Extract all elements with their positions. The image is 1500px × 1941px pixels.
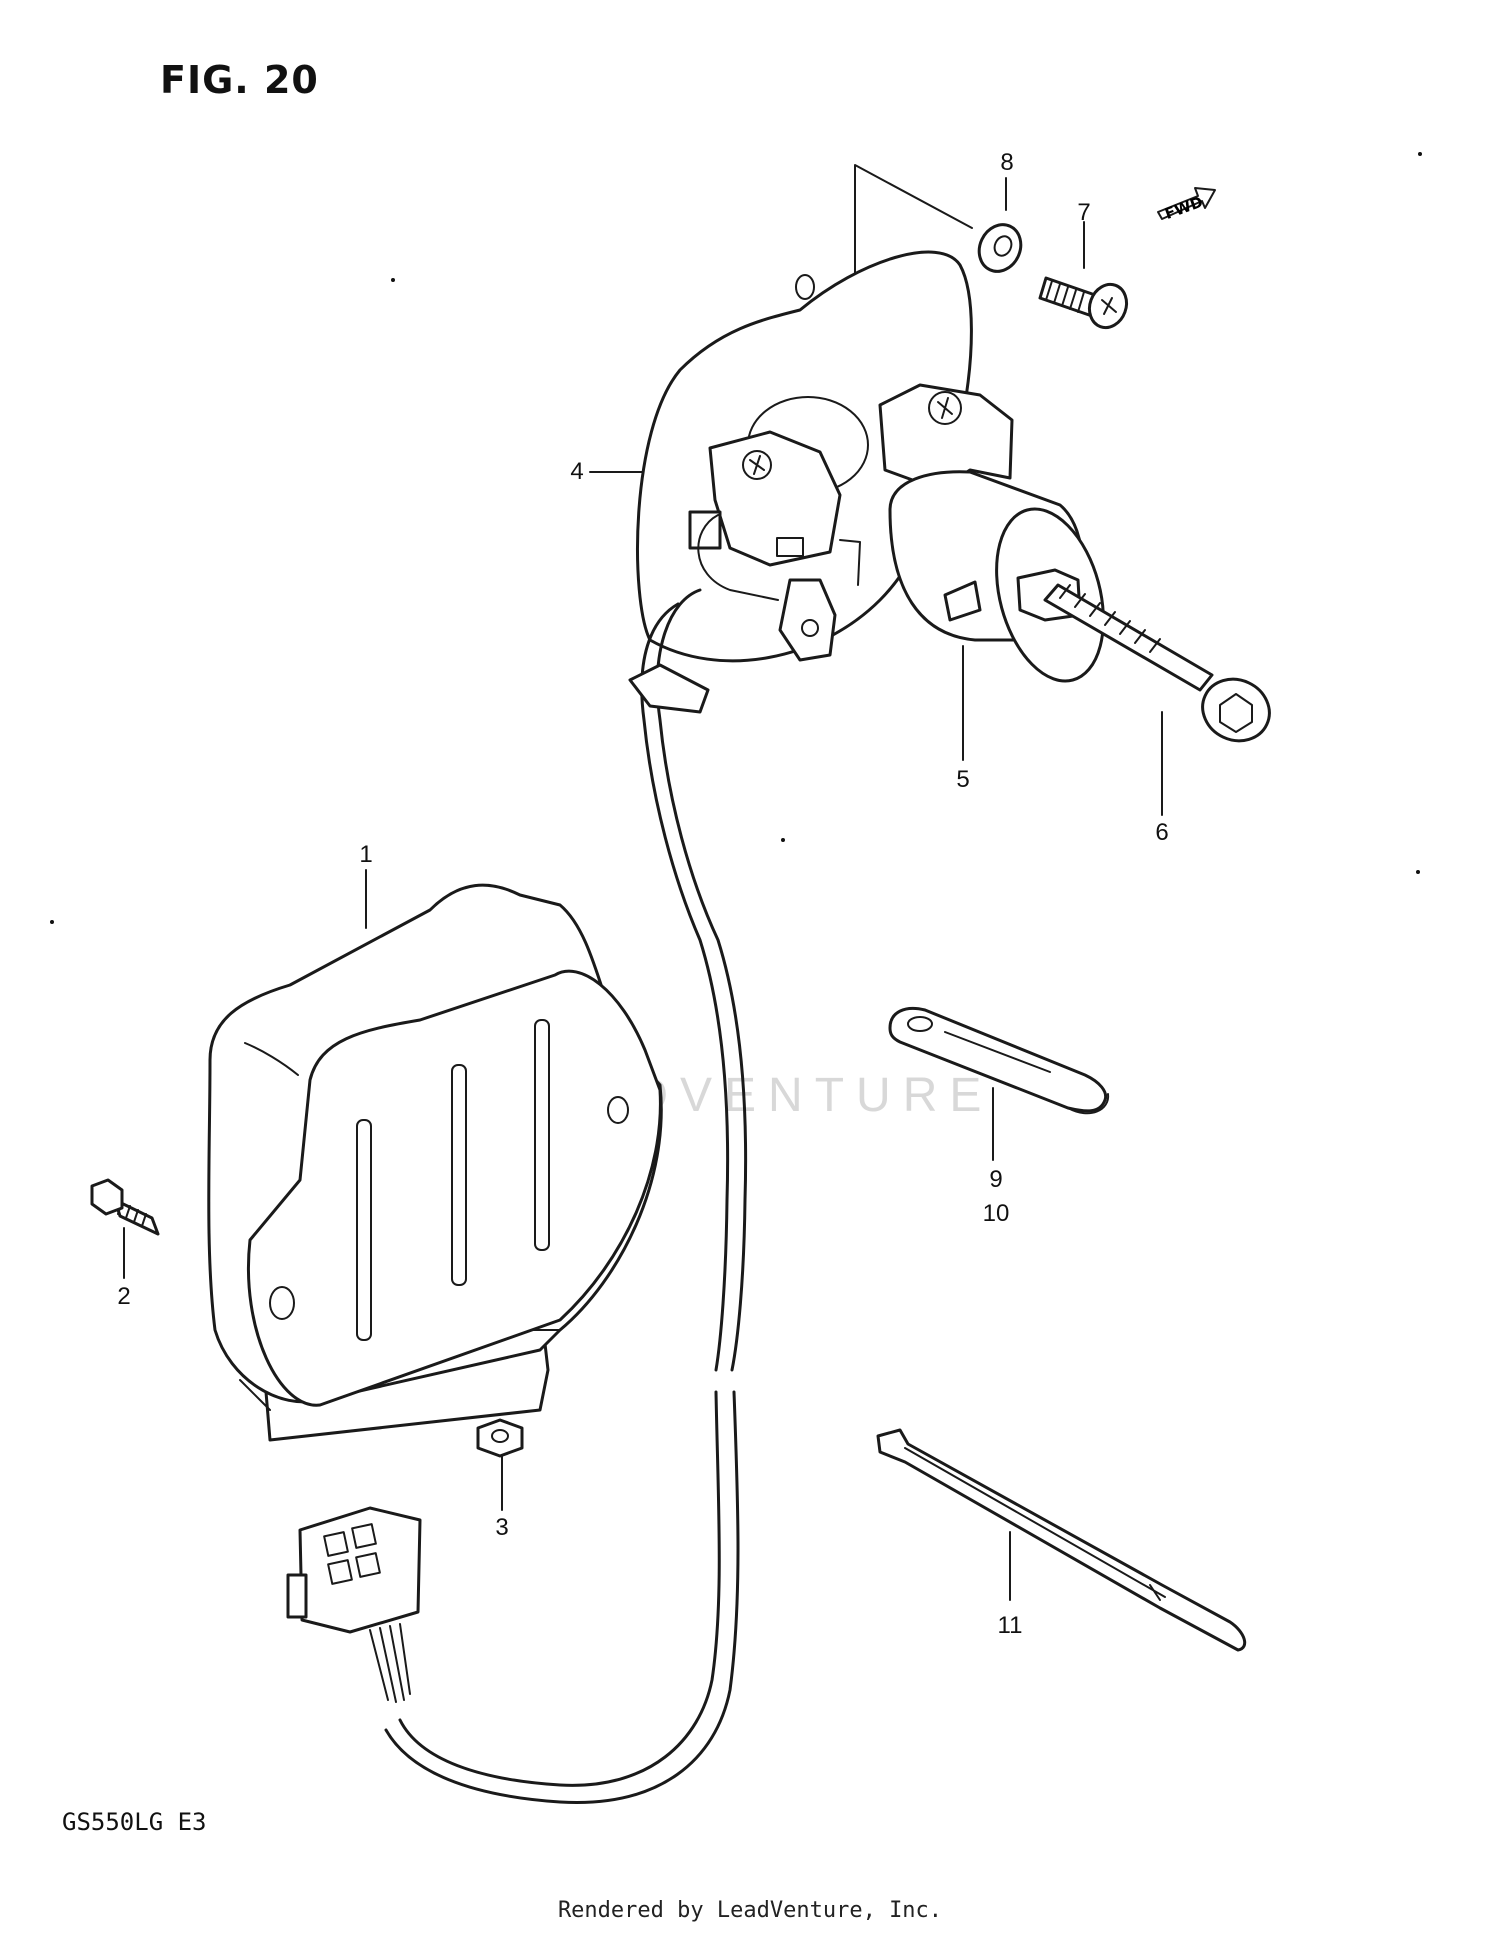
bolt-part	[1043, 583, 1271, 743]
callout-9: 9	[989, 1166, 1003, 1193]
callout-5: 5	[956, 766, 970, 793]
callout-2: 2	[117, 1283, 131, 1310]
callout-11: 11	[997, 1612, 1023, 1639]
callout-6: 6	[1155, 819, 1169, 846]
model-code: GS550LG E3	[62, 1808, 207, 1836]
mounting-bolt	[90, 1178, 160, 1236]
igniter-connector	[286, 1506, 422, 1703]
igniter-unit	[207, 883, 663, 1442]
callout-3: 3	[495, 1514, 509, 1541]
fwd-badge-text: FWD	[1162, 193, 1205, 223]
forward-direction-arrow: FWD	[1157, 187, 1216, 223]
figure-label: FIG. 20	[160, 58, 319, 102]
callout-4: 4	[570, 458, 584, 485]
render-credit: Rendered by LeadVenture, Inc.	[557, 1898, 943, 1923]
callout-10: 10	[982, 1200, 1010, 1227]
callout-1: 1	[359, 841, 373, 868]
pickup-signal-wire	[384, 588, 748, 1804]
callout-7: 7	[1077, 199, 1091, 226]
washer-part	[977, 223, 1023, 273]
wire-clamp	[888, 1006, 1110, 1115]
cable-tie	[876, 1428, 1247, 1652]
nut-part	[476, 1418, 524, 1458]
screw-part	[1038, 276, 1129, 330]
callout-8: 8	[1000, 149, 1014, 176]
pickup-plate-assembly	[636, 250, 1105, 683]
